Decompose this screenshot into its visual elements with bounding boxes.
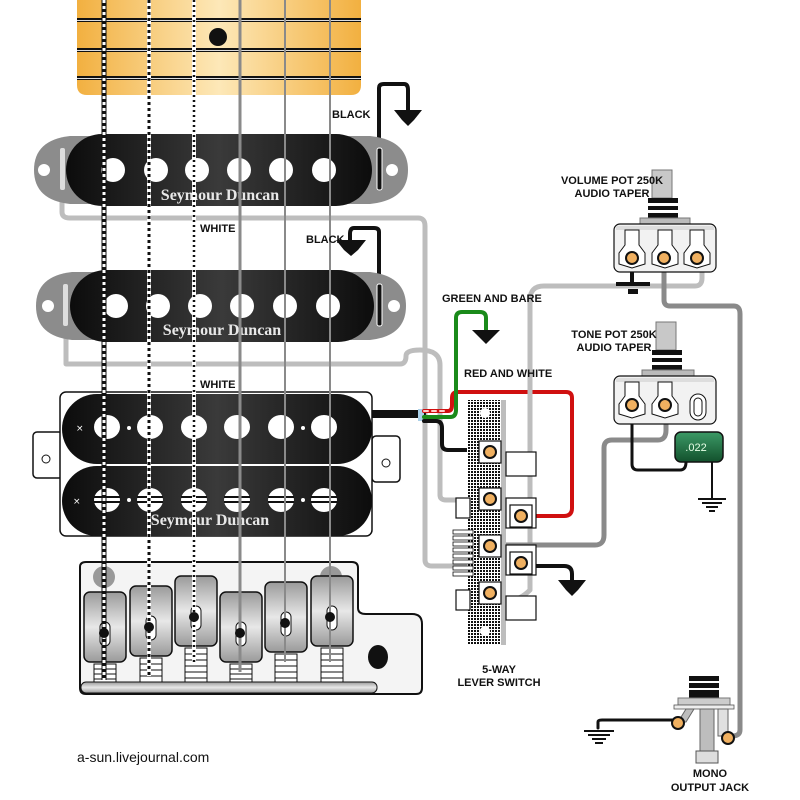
volume-pot-label-line1: VOLUME POT 250K (561, 175, 663, 187)
svg-text:×: × (73, 497, 81, 507)
tremolo-bridge (79, 561, 423, 695)
volume-lug-2 (657, 251, 671, 265)
mount-hole (388, 300, 400, 312)
middle-black-wire (348, 226, 381, 292)
ground-icon (616, 282, 650, 294)
jack-label-line2: OUTPUT JACK (671, 782, 749, 794)
neck-black-wire (377, 82, 410, 152)
middle-black-label: BLACK (306, 234, 345, 246)
jack-label-line1: MONO (693, 768, 728, 780)
middle-white-wire (63, 317, 488, 503)
humbucker-green-wire (422, 310, 488, 419)
tone-pot-label-line2: AUDIO TAPER (577, 342, 652, 354)
capacitor-value: .022 (685, 442, 706, 454)
mount-hole (38, 164, 50, 176)
switch-lug-4 (483, 586, 497, 600)
ground-icon (336, 240, 366, 256)
cable-sheath-end (418, 409, 424, 421)
pickup-wires (59, 82, 743, 739)
humbucker-red-white-wire (422, 390, 574, 518)
bridge-pickup-brand: Seymour Duncan (151, 512, 269, 529)
volume-lug-3 (690, 251, 704, 265)
mono-output-jack[interactable] (671, 676, 735, 764)
switch-lug-3 (483, 539, 497, 553)
tone-lug-1 (625, 398, 639, 412)
tone-to-cap-wire (630, 403, 688, 472)
middle-pickup-brand: Seymour Duncan (163, 322, 281, 339)
credit-link[interactable]: a-sun.livejournal.com (77, 749, 209, 765)
fretboard (77, 0, 361, 95)
middle-pickup[interactable]: Seymour Duncan (36, 270, 406, 342)
jack-ground-wire (596, 718, 678, 730)
neck-white-label: WHITE (200, 223, 235, 235)
volume-pot[interactable] (613, 169, 717, 273)
volume-pot-label-line2: AUDIO TAPER (575, 188, 650, 200)
five-way-lever-switch[interactable] (452, 400, 537, 645)
guitar-strings (99, 0, 335, 680)
ground-icon (584, 730, 614, 744)
tone-lug-2 (658, 398, 672, 412)
humbucker-black-wire (422, 419, 490, 452)
switch-label-line2: LEVER SWITCH (457, 677, 540, 689)
neck-pickup[interactable]: Seymour Duncan (34, 134, 408, 206)
switch-lug-2 (483, 492, 497, 506)
jack-tip-lug (721, 731, 735, 745)
switch-lug-1 (483, 445, 497, 459)
tone-pot[interactable] (613, 321, 717, 425)
neck-white-wire (59, 177, 471, 569)
ground-icon (394, 110, 422, 126)
volume-to-jack-wire (661, 255, 743, 739)
neck-pickup-brand: Seymour Duncan (161, 187, 279, 204)
ground-icon (472, 330, 500, 344)
volume-lug-1 (625, 251, 639, 265)
bridge-saddles (83, 575, 354, 683)
switch-label-line1: 5-WAY (482, 664, 516, 676)
svg-text:×: × (76, 424, 84, 434)
green-and-bare-label: GREEN AND BARE (442, 293, 542, 305)
bridge-mount-hole (368, 645, 388, 669)
bridge-white-label: WHITE (200, 379, 235, 391)
switch-spring (452, 529, 474, 577)
mount-hole (42, 300, 54, 312)
switch-ground-wire (518, 564, 574, 582)
red-and-white-label: RED AND WHITE (464, 368, 552, 380)
switch-common-lug-b (514, 556, 528, 570)
tone-pot-label-line1: TONE POT 250K (571, 329, 656, 341)
mount-hole (386, 164, 398, 176)
jack-sleeve-lug (671, 716, 685, 730)
ground-icon (698, 498, 726, 512)
tone-capacitor[interactable]: .022 (674, 431, 724, 463)
bridge-humbucker[interactable]: × × Seymour Duncan (32, 391, 401, 537)
neck-black-label: BLACK (332, 109, 371, 121)
ground-icon (558, 580, 586, 596)
switch-common-lug-a (514, 509, 528, 523)
fret-marker-dot (209, 28, 227, 46)
switch-to-tone-wire (487, 402, 669, 548)
